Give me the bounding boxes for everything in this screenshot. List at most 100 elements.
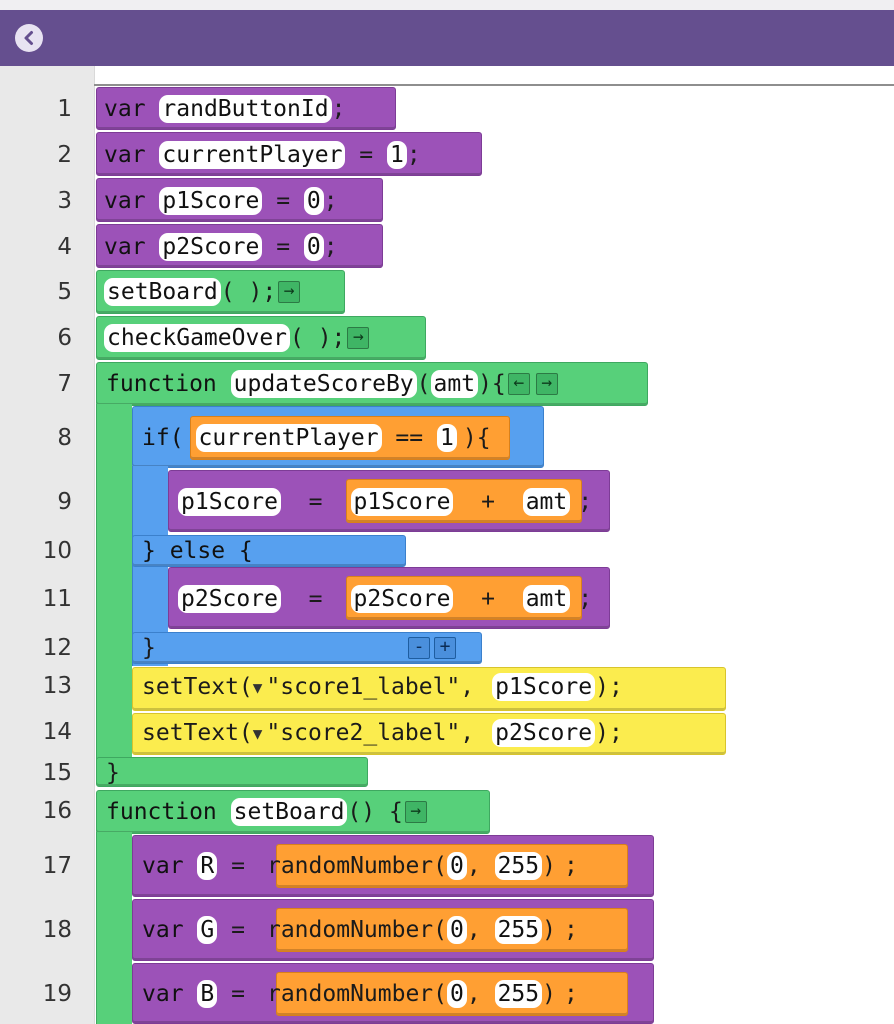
assign-operator: =: [308, 586, 323, 612]
collapse-arrow-button[interactable]: ←: [507, 373, 530, 395]
variable-name-field[interactable]: currentPlayer: [159, 141, 346, 169]
plus-operator: +: [481, 586, 495, 612]
close-call: );: [595, 720, 623, 746]
min-value-field[interactable]: 0: [447, 916, 467, 944]
remove-else-button[interactable]: -: [408, 637, 430, 659]
code-line-2: var currentPlayer = 1 ;: [104, 138, 421, 172]
code-line-19: var B = randomNumber( 0 , 255 ) ;: [142, 977, 578, 1011]
close-paren: ): [542, 853, 556, 879]
line-number-gutter: 1 2 3 4 5 6 7 8 9 10 11 12 13 14 15 16 1…: [0, 66, 95, 1024]
semicolon: ;: [563, 853, 578, 879]
code-line-13: setText( ▼ "score1_label" , p1Score );: [142, 670, 623, 704]
line-number: 15: [42, 760, 72, 786]
code-line-7: function updateScoreBy ( amt ){ ← →: [106, 367, 558, 401]
variable-name-field[interactable]: R: [197, 852, 218, 880]
variable-field[interactable]: p2Score: [350, 585, 454, 613]
function-keyword: function: [106, 799, 217, 825]
assign-operator: =: [276, 234, 291, 260]
variable-field[interactable]: p1Score: [492, 673, 596, 701]
assign-operator: =: [276, 188, 291, 214]
function-name-field[interactable]: updateScoreBy: [230, 370, 417, 398]
line-number: 10: [42, 538, 72, 564]
comma: ,: [466, 917, 481, 943]
var-keyword: var: [142, 917, 184, 943]
expand-arrow-button[interactable]: →: [535, 373, 558, 395]
var-keyword: var: [104, 142, 146, 168]
variable-name-field[interactable]: p2Score: [159, 233, 263, 261]
comma: ,: [460, 720, 475, 746]
parameter-field[interactable]: amt: [430, 370, 479, 398]
close-paren: ): [542, 917, 556, 943]
line-number: 9: [57, 489, 72, 515]
set-text-block[interactable]: [132, 667, 726, 711]
var-keyword: var: [142, 981, 184, 1007]
else-clause: [132, 535, 406, 567]
variable-field[interactable]: amt: [522, 488, 571, 516]
close-call: );: [595, 674, 623, 700]
close-paren-brace: ){: [462, 425, 491, 451]
add-else-button[interactable]: +: [434, 637, 456, 659]
assign-operator: =: [231, 917, 245, 943]
string-literal[interactable]: "score1_label": [266, 674, 461, 700]
comma: ,: [460, 674, 475, 700]
variable-field[interactable]: p2Score: [492, 719, 596, 747]
equality-operator: ==: [395, 425, 424, 451]
variable-field[interactable]: p1Score: [178, 488, 281, 516]
semicolon: ;: [563, 981, 578, 1007]
code-line-17: var R = randomNumber( 0 , 255 ) ;: [142, 849, 578, 883]
line-number: 7: [57, 371, 72, 397]
variable-field[interactable]: p2Score: [178, 585, 281, 613]
value-field[interactable]: 1: [436, 424, 457, 452]
line-number: 6: [57, 325, 72, 351]
semicolon: ;: [563, 917, 578, 943]
line-number: 4: [57, 234, 72, 260]
max-value-field[interactable]: 255: [494, 980, 543, 1008]
expand-arrow-button[interactable]: →: [278, 281, 301, 303]
call-args: ( );: [220, 279, 277, 305]
function-body-spine: [96, 832, 132, 1024]
expand-arrow-button[interactable]: →: [347, 327, 370, 349]
else-keyword: } else {: [142, 538, 253, 564]
min-value-field[interactable]: 0: [447, 852, 467, 880]
open-paren: (: [416, 371, 431, 397]
function-body-spine: [96, 404, 132, 764]
min-value-field[interactable]: 0: [447, 980, 467, 1008]
semicolon: ;: [406, 142, 421, 168]
function-name-field[interactable]: setBoard: [230, 798, 348, 826]
close-brace: }: [142, 635, 156, 661]
value-field[interactable]: 0: [303, 187, 324, 215]
variable-name-field[interactable]: p1Score: [159, 187, 263, 215]
value-field[interactable]: 1: [387, 141, 407, 169]
variable-field[interactable]: amt: [522, 585, 571, 613]
line-number: 13: [42, 673, 72, 699]
variable-field[interactable]: currentPlayer: [195, 424, 382, 452]
close-paren-brace: ){: [478, 371, 506, 397]
code-line-16: function setBoard () { →: [106, 795, 427, 829]
value-field[interactable]: 0: [303, 233, 324, 261]
code-line-14: setText( ▼ "score2_label" , p2Score );: [142, 716, 623, 750]
set-text-function: setText(: [142, 674, 253, 700]
code-line-4: var p2Score = 0 ;: [104, 230, 338, 264]
variable-name-field[interactable]: randButtonId: [159, 95, 332, 123]
code-line-11: p2Score = p2Score + amt ;: [178, 582, 592, 616]
back-button[interactable]: [15, 24, 43, 52]
dropdown-triangle-icon[interactable]: ▼: [252, 723, 263, 743]
function-name-field[interactable]: checkGameOver: [104, 324, 291, 352]
code-line-9: p1Score = p1Score + amt ;: [178, 485, 592, 519]
set-text-block[interactable]: [132, 713, 726, 755]
dropdown-triangle-icon[interactable]: ▼: [252, 677, 263, 697]
variable-field[interactable]: p1Score: [350, 488, 454, 516]
title-bar: [0, 0, 894, 66]
var-keyword: var: [104, 96, 146, 122]
code-line-6: checkGameOver ( ); →: [104, 321, 370, 355]
code-line-3: var p1Score = 0 ;: [104, 184, 338, 218]
max-value-field[interactable]: 255: [494, 916, 543, 944]
code-line-10: } else {: [142, 534, 253, 568]
function-name-field[interactable]: setBoard: [104, 278, 221, 306]
expand-arrow-button[interactable]: →: [404, 801, 427, 823]
max-value-field[interactable]: 255: [494, 852, 543, 880]
variable-name-field[interactable]: G: [197, 916, 218, 944]
variable-name-field[interactable]: B: [197, 980, 218, 1008]
string-literal[interactable]: "score2_label": [266, 720, 461, 746]
if-keyword: if(: [142, 425, 184, 451]
